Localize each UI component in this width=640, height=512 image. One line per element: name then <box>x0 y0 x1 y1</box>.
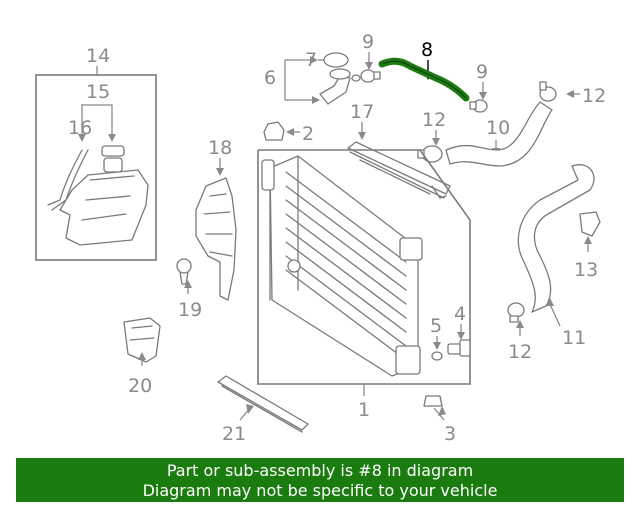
clip-19 <box>176 258 192 285</box>
label-5: 5 <box>430 315 442 337</box>
lower-seal-21 <box>217 375 309 433</box>
label-14: 14 <box>86 45 110 67</box>
upper-radiator-hose <box>445 101 553 167</box>
label-12b: 12 <box>582 85 606 107</box>
reservoir-tank <box>59 145 149 246</box>
label-15: 15 <box>86 81 110 103</box>
hose-clamp-upper-left <box>360 69 381 83</box>
label-3: 3 <box>444 423 456 445</box>
info-banner: Part or sub-assembly is #8 in diagram Di… <box>16 458 624 502</box>
banner-line-2: Diagram may not be specific to your vehi… <box>142 481 498 500</box>
label-1: 1 <box>358 399 370 421</box>
radiator-core <box>261 155 423 377</box>
banner-line-1: Part or sub-assembly is #8 in diagram <box>166 461 474 480</box>
overflow-hose-8 <box>378 57 470 102</box>
hose-clamp-12-lower <box>507 302 525 323</box>
drain-cock-4 <box>447 339 471 357</box>
label-16: 16 <box>68 117 92 139</box>
label-13: 13 <box>574 259 598 281</box>
label-12c: 12 <box>508 341 532 363</box>
label-20: 20 <box>128 375 152 397</box>
hose-clamp-12-top <box>539 81 557 102</box>
label-9a: 9 <box>362 31 374 53</box>
label-2: 2 <box>302 123 314 145</box>
radiator-cushion-3 <box>423 395 443 407</box>
label-18: 18 <box>208 137 232 159</box>
label-9b: 9 <box>476 61 488 83</box>
lower-radiator-hose <box>517 164 595 313</box>
upper-radiator-support <box>347 141 451 199</box>
part-2-cushion <box>263 121 285 141</box>
label-17: 17 <box>350 101 374 123</box>
label-8: 8 <box>421 39 433 61</box>
part-20-guide <box>123 317 161 363</box>
bracket-13 <box>579 211 601 237</box>
label-10: 10 <box>486 117 510 139</box>
radiator-cap <box>323 52 349 68</box>
label-6: 6 <box>264 67 276 89</box>
parts-diagram: 14 15 16 6 7 9 9 8 <box>35 31 606 445</box>
radiator-box <box>257 149 471 385</box>
reservoir-hose <box>47 149 89 211</box>
label-21: 21 <box>222 423 246 445</box>
label-11: 11 <box>562 327 586 349</box>
label-19: 19 <box>178 299 202 321</box>
hose-clamp-upper-right <box>469 99 488 113</box>
label-7: 7 <box>305 49 317 71</box>
label-12a: 12 <box>422 109 446 131</box>
washer-5 <box>431 351 443 361</box>
filler-neck <box>319 68 361 105</box>
label-4: 4 <box>454 303 466 325</box>
side-air-guide <box>195 177 237 301</box>
hose-clamp-12-upper <box>417 145 443 163</box>
reservoir-inset-box <box>35 74 157 261</box>
